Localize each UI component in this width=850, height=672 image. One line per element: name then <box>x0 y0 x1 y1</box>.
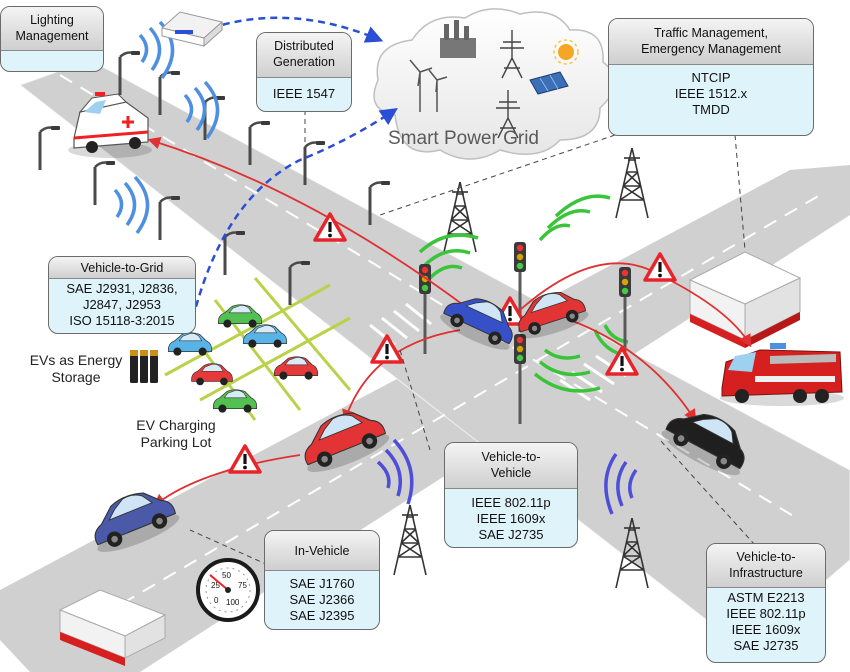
speed-tick: 25 <box>211 581 220 590</box>
standard-line: IEEE 1547 <box>272 86 336 101</box>
box-title-line: Vehicle <box>490 466 532 480</box>
factory-icon <box>440 20 476 58</box>
vehicle-to-grid-box: Vehicle-to-Grid SAE J2931, J2836, J2847,… <box>48 256 196 334</box>
speed-tick: 50 <box>222 571 231 580</box>
label-line: EVs as Energy <box>29 352 123 368</box>
standard-line: J2847, J2953 <box>82 297 162 312</box>
ev-charging-parking-label: EV Charging Parking Lot <box>122 417 230 451</box>
standard-line: IEEE 1512.x <box>674 86 748 101</box>
standard-line: IEEE 1609x <box>731 622 801 637</box>
standard-line: SAE J2931, J2836, <box>66 281 178 296</box>
box-title-line: Management <box>15 29 89 43</box>
standard-line: SAE J1760 <box>289 576 355 591</box>
solar-panel-icon <box>529 71 569 95</box>
dashed-link-v2g <box>188 108 398 331</box>
standard-line: NTCIP <box>691 70 731 85</box>
standard-line: IEEE 802.11p <box>726 606 806 621</box>
standard-line: IEEE 802.11p <box>471 495 551 510</box>
fire-truck <box>720 343 844 406</box>
label-line: Storage <box>51 369 101 385</box>
standard-line: IEEE 1609x <box>476 511 546 526</box>
box-title-line: Distributed <box>274 39 334 53</box>
standard-line: ASTM E2213 <box>727 590 805 605</box>
speed-tick: 0 <box>214 596 219 605</box>
cloud-smart-grid <box>373 8 616 160</box>
fire-station-building <box>688 251 802 348</box>
box-title-line: Vehicle-to- <box>481 450 541 464</box>
box-title-line: Vehicle-to- <box>736 550 796 564</box>
sun-icon <box>553 39 579 65</box>
box-title-line: Vehicle-to-Grid <box>80 261 164 275</box>
road-main <box>20 60 850 650</box>
box-title-line: Lighting <box>30 13 74 27</box>
in-vehicle-box: In-Vehicle SAE J1760 SAE J2366 SAE J2395 <box>264 530 380 630</box>
label-line: Parking Lot <box>140 434 212 450</box>
label-line: EV Charging <box>136 417 216 433</box>
lane-marking <box>59 194 821 641</box>
wifi-icon-traffic <box>418 194 629 393</box>
wifi-icon-v2v <box>376 438 638 515</box>
leader-lines <box>189 110 756 566</box>
distributed-generation-box: Distributed Generation IEEE 1547 <box>256 32 352 112</box>
vehicle-to-vehicle-box: Vehicle-to- Vehicle IEEE 802.11p IEEE 16… <box>444 442 578 548</box>
speed-tick: 100 <box>226 598 240 607</box>
standard-line: TMDD <box>692 102 730 117</box>
lighting-controller-device <box>160 11 224 48</box>
road-cross <box>0 165 850 672</box>
box-title-line: In-Vehicle <box>294 544 350 558</box>
standard-line: SAE J2366 <box>289 592 355 607</box>
ambulance <box>68 92 152 158</box>
evs-energy-storage-label: EVs as Energy Storage <box>22 352 130 386</box>
vehicle-to-infrastructure-box: Vehicle-to- Infrastructure ASTM E2213 IE… <box>706 543 826 663</box>
wifi-icon-lighting <box>113 20 220 235</box>
speedometer-icon: 25 50 75 0 100 <box>196 558 260 622</box>
traffic-management-box: Traffic Management, Emergency Management… <box>608 18 814 136</box>
standard-line: ISO 15118-3:2015 <box>69 313 175 328</box>
box-title-line: Generation <box>273 55 335 69</box>
standard-line: SAE J2395 <box>289 608 355 623</box>
power-pylon-icon <box>496 30 524 139</box>
speed-tick: 75 <box>238 581 247 590</box>
box-title-line: Emergency Management <box>641 42 781 56</box>
bottom-left-building <box>58 589 167 666</box>
dashed-link-lighting <box>199 16 384 43</box>
standard-line: SAE J2735 <box>733 638 799 653</box>
box-title-line: Infrastructure <box>729 566 803 580</box>
lighting-management-box: Lighting Management <box>0 6 104 72</box>
box-title-line: Traffic Management, <box>654 26 768 40</box>
wind-turbine-icon <box>409 59 448 112</box>
smart-power-grid-label: Smart Power Grid <box>388 128 539 149</box>
battery-icon <box>130 350 158 383</box>
standard-line: SAE J2735 <box>478 527 544 542</box>
